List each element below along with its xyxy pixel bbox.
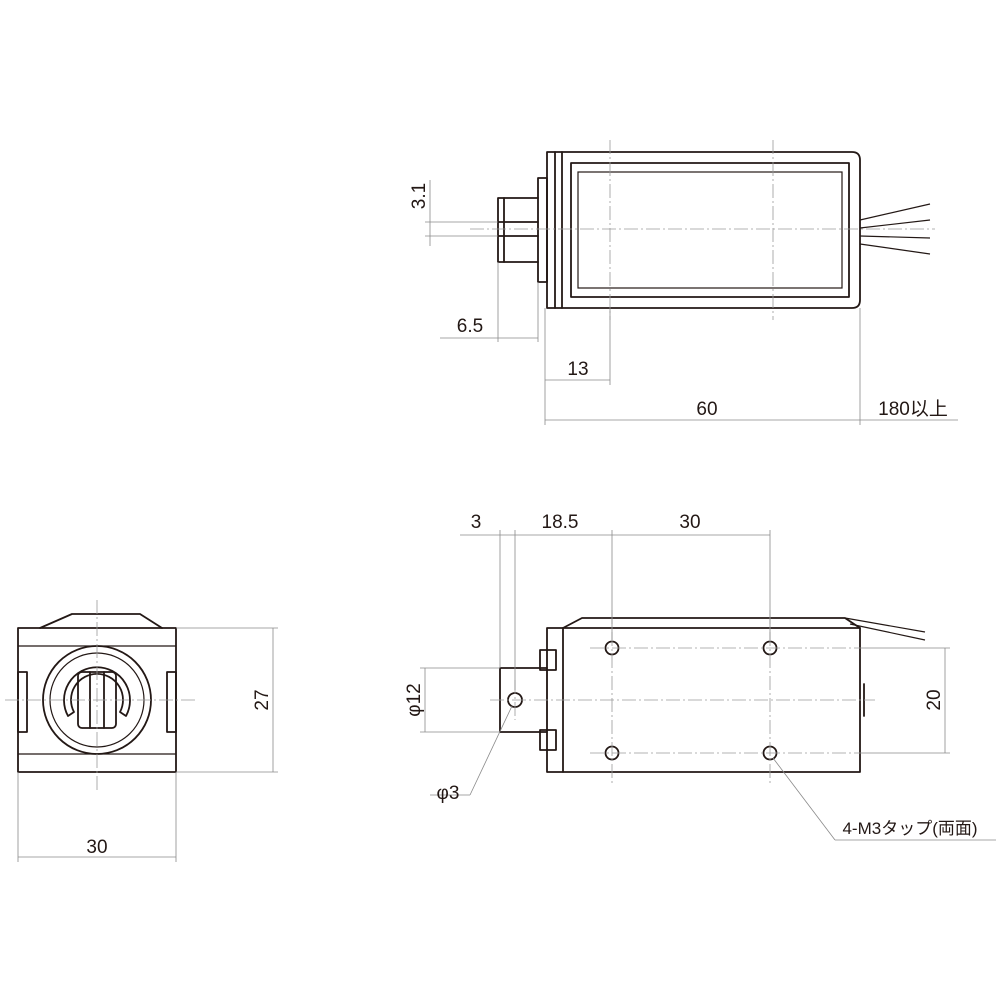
- side-view: [420, 530, 996, 841]
- dim-side-tap: 4-M3タップ(両面): [842, 819, 977, 838]
- dim-side-30: 30: [679, 512, 700, 533]
- dim-side-3: 3: [471, 512, 482, 533]
- dim-top-frame: 13: [567, 359, 588, 380]
- top-view: [425, 140, 958, 425]
- top-flange: [537, 177, 548, 283]
- dim-top-lead: 180以上: [878, 398, 948, 420]
- dim-top-length: 60: [696, 399, 717, 420]
- dim-top-slot: 3.1: [409, 183, 430, 209]
- dim-end-height: 27: [252, 689, 273, 710]
- dim-end-width: 30: [86, 837, 107, 858]
- dim-side-phi3: φ3: [437, 783, 460, 804]
- dim-side-18-5: 18.5: [542, 512, 579, 533]
- top-plunger: [497, 197, 539, 263]
- dim-side-20: 20: [924, 689, 945, 710]
- top-frame: [546, 151, 861, 309]
- top-coil: [570, 162, 850, 298]
- dim-top-shaft: 6.5: [457, 316, 483, 337]
- end-c-ring: [63, 666, 131, 717]
- end-view: [5, 600, 278, 862]
- dim-side-phi12: φ12: [404, 683, 425, 716]
- side-body: [546, 627, 861, 773]
